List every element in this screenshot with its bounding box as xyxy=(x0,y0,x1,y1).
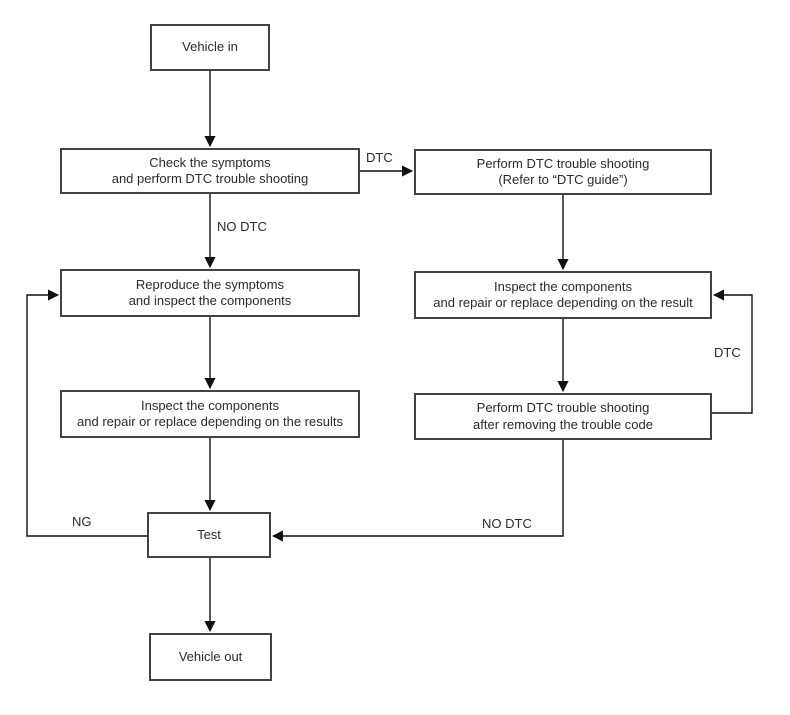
edge-label-dtc-loop: DTC xyxy=(714,345,741,360)
edge-test-to-reproduce-ng-loop xyxy=(26,289,147,537)
edge-performafter-to-inspectright-dtc-loop xyxy=(712,289,753,414)
node-reproduce-symptoms: Reproduce the symptoms and inspect the c… xyxy=(60,269,360,317)
node-perform-dtc-after-removing-code: Perform DTC trouble shooting after remov… xyxy=(414,393,712,440)
node-vehicle-out: Vehicle out xyxy=(149,633,272,681)
edge-label-dtc-top: DTC xyxy=(366,150,393,165)
edge-label-no-dtc-left: NO DTC xyxy=(217,219,267,234)
node-vehicle-in: Vehicle in xyxy=(150,24,270,71)
edge-label-no-dtc-bottom: NO DTC xyxy=(482,516,532,531)
edge-label-ng: NG xyxy=(72,514,92,529)
node-test: Test xyxy=(147,512,271,558)
node-check-symptoms: Check the symptoms and perform DTC troub… xyxy=(60,148,360,194)
edge-performafter-to-test-nodtc xyxy=(271,440,564,542)
node-inspect-repair-result: Inspect the components and repair or rep… xyxy=(414,271,712,319)
node-perform-dtc-troubleshooting: Perform DTC trouble shooting (Refer to “… xyxy=(414,149,712,195)
node-inspect-repair-results: Inspect the components and repair or rep… xyxy=(60,390,360,438)
